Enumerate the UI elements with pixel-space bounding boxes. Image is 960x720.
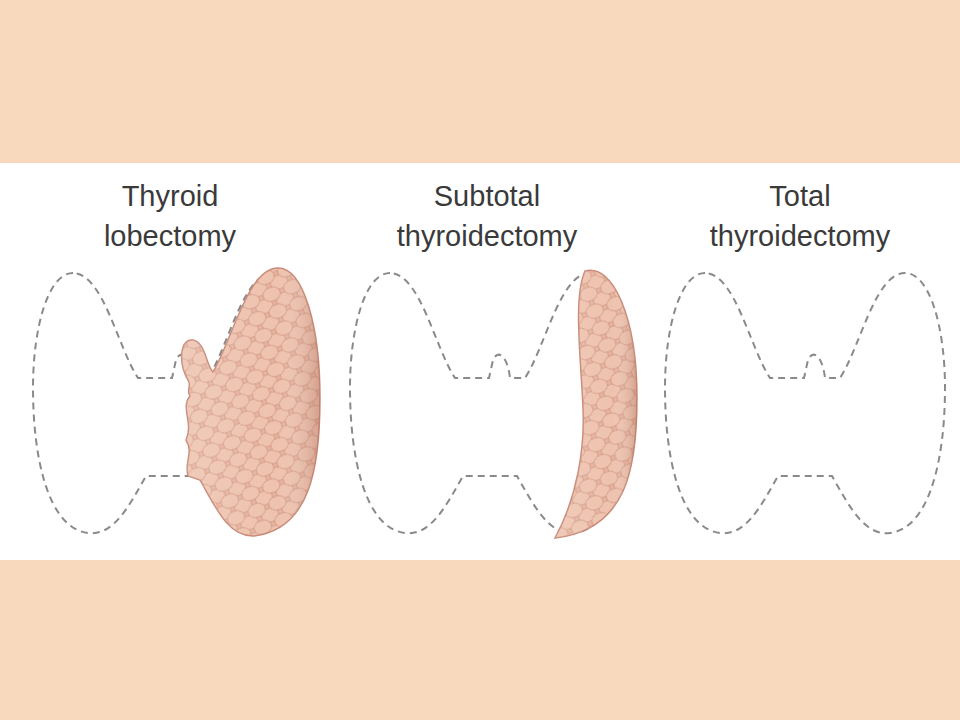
label-holder: Total thyroidectomy xyxy=(700,176,900,256)
procedure-label: Subtotal thyroidectomy xyxy=(387,176,587,256)
total-figure xyxy=(665,273,945,533)
label-holder: Subtotal thyroidectomy xyxy=(387,176,587,256)
label-holder: Thyroid lobectomy xyxy=(70,176,270,256)
remaining-tissue xyxy=(555,270,637,538)
remaining-lobe xyxy=(182,268,320,536)
tissue-shading xyxy=(555,270,637,538)
lobectomy-figure xyxy=(33,268,320,536)
white-band xyxy=(0,163,960,560)
procedure-label: Total thyroidectomy xyxy=(700,176,900,256)
procedure-label: Thyroid lobectomy xyxy=(70,176,270,256)
removed-outline xyxy=(665,273,945,533)
lobe-shading xyxy=(182,268,320,536)
subtotal-figure xyxy=(350,270,637,538)
